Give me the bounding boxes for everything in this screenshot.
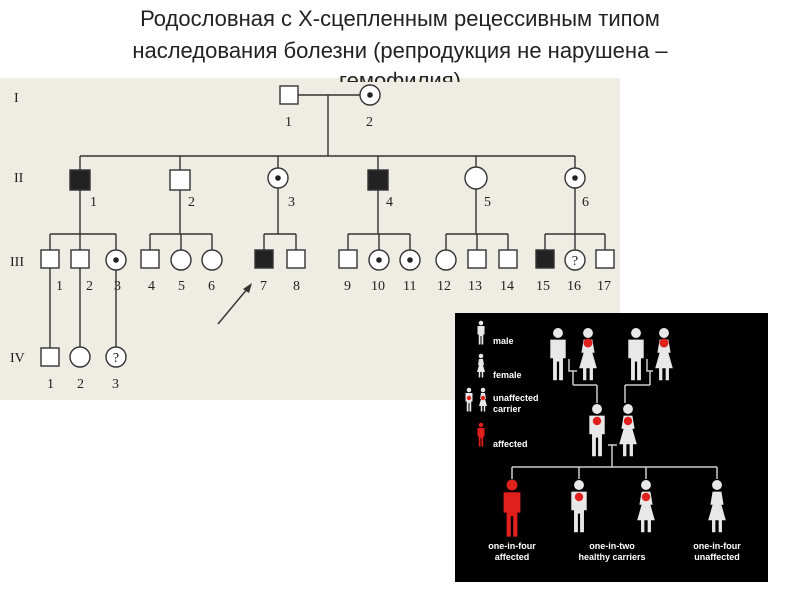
proband-arrow <box>217 283 252 325</box>
label-II-6: 6 <box>582 195 589 210</box>
outcome-1-line-1: one-in-four <box>488 541 536 551</box>
legend-affected-icon <box>477 422 485 447</box>
pedigree-affected-male-II-4 <box>367 169 389 191</box>
pedigree-carrier-female-I-2 <box>359 84 381 106</box>
label-III-1: 1 <box>56 279 63 294</box>
label-I-2: 2 <box>366 115 373 130</box>
legend-female-label: female <box>493 370 522 380</box>
legend: male female unaffected carrier affected <box>465 320 539 449</box>
pedigree-female-III-5 <box>170 249 192 271</box>
pedigree-carrier-female-III-11 <box>399 249 421 271</box>
grandparents-right <box>628 328 673 381</box>
outcome-2-line-2: healthy carriers <box>578 552 645 562</box>
pedigree-chart: I II III IV 1 2 1 2 3 4 5 6 <box>0 78 620 400</box>
label-IV-1: 1 <box>47 377 54 392</box>
label-III-16: 16 <box>567 279 581 294</box>
label-III-4: 4 <box>148 279 155 294</box>
pedigree-male-I-1 <box>279 85 299 105</box>
unknown-mark-IV-3: ? <box>113 351 119 366</box>
outcome-2-line-1: one-in-two <box>589 541 635 551</box>
grandparents-left <box>550 328 597 381</box>
pedigree-male-III-8 <box>286 249 306 269</box>
label-II-4: 4 <box>386 195 393 210</box>
pedigree-affected-male-III-15 <box>535 249 555 269</box>
label-III-17: 17 <box>597 279 611 294</box>
pedigree-female-IV-2 <box>69 346 91 368</box>
pedigree-unknown-female-III-16: ? <box>564 249 586 271</box>
legend-carrier-label-2: carrier <box>493 404 522 414</box>
label-III-5: 5 <box>178 279 185 294</box>
label-II-2: 2 <box>188 195 195 210</box>
child-affected-male <box>503 479 521 537</box>
legend-carrier-label-1: unaffected <box>493 393 539 403</box>
outcome-3-line-2: unaffected <box>694 552 740 562</box>
label-II-1: 1 <box>90 195 97 210</box>
inheritance-diagram-panel: male female unaffected carrier affected <box>455 313 768 582</box>
label-III-12: 12 <box>437 279 451 294</box>
label-III-7: 7 <box>260 279 267 294</box>
label-III-2: 2 <box>86 279 93 294</box>
pedigree-affected-male-II-1 <box>69 169 91 191</box>
pedigree-male-III-2 <box>70 249 90 269</box>
pedigree-male-III-17 <box>595 249 615 269</box>
outcome-1-line-2: affected <box>495 552 530 562</box>
label-III-14: 14 <box>500 279 514 294</box>
label-III-15: 15 <box>536 279 550 294</box>
pedigree-male-III-9 <box>338 249 358 269</box>
label-IV-2: 2 <box>77 377 84 392</box>
pedigree-male-III-14 <box>498 249 518 269</box>
label-I-1: 1 <box>285 115 292 130</box>
generation-label-3: III <box>10 255 24 270</box>
pedigree-unknown-female-IV-3: ? <box>105 346 127 368</box>
pedigree-carrier-female-II-3 <box>267 167 289 189</box>
pedigree-carrier-female-II-6 <box>564 167 586 189</box>
generation-label-4: IV <box>10 351 25 366</box>
pedigree-male-III-1 <box>40 249 60 269</box>
pedigree-carrier-female-III-3 <box>105 249 127 271</box>
label-III-8: 8 <box>293 279 300 294</box>
legend-affected-label: affected <box>493 439 528 449</box>
outcome-3-line-1: one-in-four <box>693 541 741 551</box>
label-II-5: 5 <box>484 195 491 210</box>
child-carrier-female <box>637 480 655 533</box>
label-III-9: 9 <box>344 279 351 294</box>
parents <box>589 404 637 457</box>
title-line-1: Родословная с Х-сцепленным рецессивным т… <box>140 6 660 31</box>
label-III-6: 6 <box>208 279 215 294</box>
label-III-3: 3 <box>114 279 121 294</box>
child-unaffected-female <box>708 480 726 533</box>
label-III-10: 10 <box>371 279 385 294</box>
pedigree-male-III-4 <box>140 249 160 269</box>
pedigree-carrier-female-III-10 <box>368 249 390 271</box>
title-line-2: наследования болезни (репродукция не нар… <box>132 38 668 63</box>
pedigree-female-II-5 <box>464 166 488 190</box>
slide-title: Родословная с Х-сцепленным рецессивным т… <box>0 0 800 82</box>
label-II-3: 3 <box>288 195 295 210</box>
unknown-mark-III-16: ? <box>572 254 578 269</box>
pedigree-male-IV-1 <box>40 347 60 367</box>
pedigree-affected-male-III-7 <box>254 249 274 269</box>
legend-male-icon <box>477 320 485 345</box>
title-line-3: гемофилия) <box>339 68 461 82</box>
label-III-11: 11 <box>403 279 416 294</box>
pedigree-male-II-2 <box>169 169 191 191</box>
generation-label-2: II <box>14 171 24 186</box>
legend-female-icon <box>477 353 485 378</box>
child-carrier-male <box>571 480 587 533</box>
pedigree-female-III-12 <box>435 249 457 271</box>
label-III-13: 13 <box>468 279 482 294</box>
generation-label-1: I <box>14 91 19 106</box>
legend-male-label: male <box>493 336 514 346</box>
pedigree-female-III-6 <box>201 249 223 271</box>
label-IV-3: 3 <box>112 377 119 392</box>
pedigree-male-III-13 <box>467 249 487 269</box>
